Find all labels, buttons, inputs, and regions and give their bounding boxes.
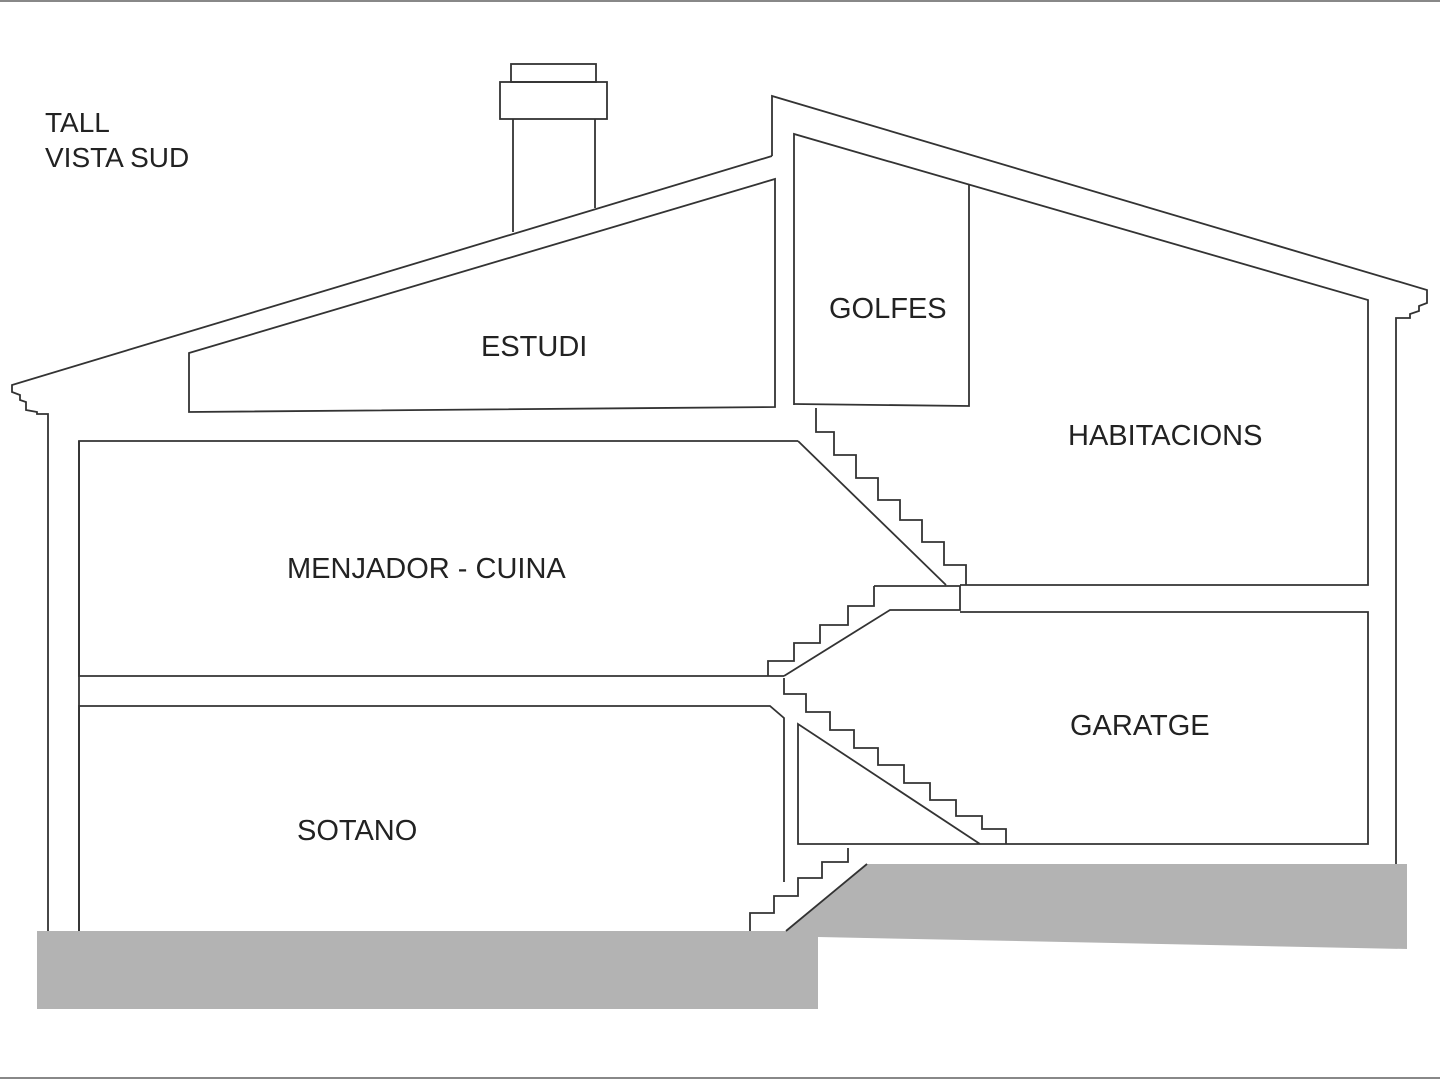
room-estudi bbox=[188, 177, 776, 413]
ground bbox=[37, 864, 1407, 1009]
room-sotano bbox=[78, 705, 785, 931]
stair-middle bbox=[767, 586, 875, 676]
label-habitacions: HABITACIONS bbox=[1068, 420, 1262, 452]
chimney bbox=[499, 63, 608, 232]
caption-line-2: VISTA SUD bbox=[45, 142, 189, 173]
room-menjador-cuina bbox=[78, 440, 798, 677]
label-estudi: ESTUDI bbox=[481, 331, 587, 363]
landing bbox=[783, 585, 961, 677]
left-roof-outer bbox=[11, 155, 773, 931]
chimney-cap-top bbox=[510, 63, 597, 83]
label-menjador-cuina: MENJADOR - CUINA bbox=[287, 553, 566, 585]
right-roof-outer bbox=[771, 94, 1428, 864]
chimney-cap bbox=[499, 81, 608, 120]
label-golfes: GOLFES bbox=[829, 293, 947, 325]
label-garatge: GARATGE bbox=[1070, 710, 1210, 742]
stair-lower bbox=[783, 678, 1007, 844]
ground-right bbox=[786, 864, 1407, 949]
stair-upper bbox=[815, 408, 967, 585]
room-upper-right bbox=[793, 132, 1369, 586]
basement-diagonal bbox=[785, 863, 868, 932]
ground-left bbox=[37, 931, 818, 1009]
menjador-diagonal bbox=[797, 440, 947, 586]
stair-basement bbox=[749, 848, 849, 931]
room-garatge bbox=[797, 611, 1369, 845]
caption-line-1: TALL bbox=[45, 107, 110, 138]
label-sotano: SOTANO bbox=[297, 815, 417, 847]
golfes-divider bbox=[793, 184, 970, 407]
outer-shell bbox=[11, 94, 1428, 931]
